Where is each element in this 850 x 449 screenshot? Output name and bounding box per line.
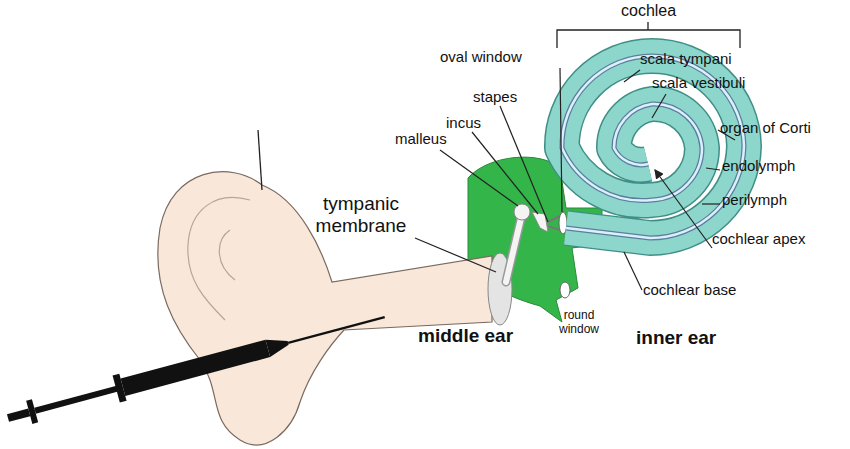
syringe [4, 304, 388, 432]
part-label: cochlear base [643, 281, 736, 298]
part-label: scala vestibuli [652, 74, 745, 91]
part-label: inner ear [636, 327, 716, 349]
stapes-bone [548, 216, 560, 230]
part-label: perilymph [722, 191, 787, 208]
part-label: cochlea [621, 2, 676, 20]
part-label: endolymph [722, 157, 795, 174]
part-label: stapes [473, 88, 517, 105]
malleus-head [514, 204, 530, 220]
ear-fold [188, 197, 250, 320]
part-label: malleus [395, 130, 447, 147]
leader-line [258, 130, 262, 190]
leader-lines [415, 68, 735, 290]
part-label: incus [446, 114, 481, 131]
malleus-bone [506, 214, 522, 282]
part-label: organ of Corti [720, 119, 811, 136]
part-label: tympanic membrane [305, 193, 417, 237]
outer-ear [158, 172, 492, 445]
part-label: cochlear apex [712, 230, 805, 247]
part-label: scala tympani [640, 50, 732, 67]
part-label: middle ear [418, 325, 513, 347]
part-label: round window [549, 309, 609, 337]
round-window [560, 282, 570, 298]
part-label: oval window [440, 48, 522, 65]
malleus-bone [506, 214, 522, 282]
